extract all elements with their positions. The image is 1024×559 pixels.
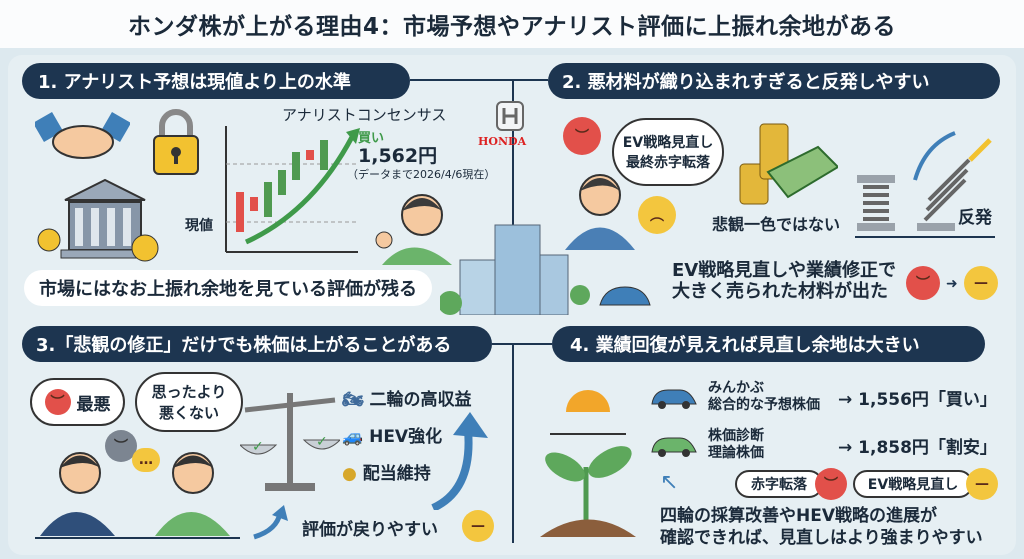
divider xyxy=(410,79,548,81)
section-4-heading: 4. 業績回復が見えれば見直し余地は大きい xyxy=(552,326,985,362)
source-line: 理論株価 xyxy=(708,445,764,461)
source-line: 総合的な予想株価 xyxy=(708,397,820,413)
ellipsis-bubble-icon: … xyxy=(132,448,160,472)
valuation-rows: みんかぶ総合的な予想株価→ 1,556円「買い」 株価診断理論株価→ 1,858… xyxy=(650,375,1000,467)
money-label: 悲観一色ではない xyxy=(712,215,841,234)
worry-thought-bubble: EV戦略見直し最終赤字転落 xyxy=(612,118,724,186)
worried-person-icon xyxy=(565,174,635,250)
candlestick-chart xyxy=(225,126,360,253)
small-up-arrow-icon xyxy=(253,505,288,540)
source-label: 株価診断理論株価 xyxy=(708,428,838,462)
section-2-heading: 2. 悪材料が織り込まれすぎると反発しやすい xyxy=(548,63,1000,99)
speech-bubble-not-bad: 思ったより悪くない xyxy=(135,372,243,432)
factor-label: 二輪の高収益 xyxy=(369,390,472,410)
section-2-summary: EV戦略見直しや業績修正で大きく売られた材料が出た xyxy=(672,260,896,302)
svg-text:✓: ✓ xyxy=(252,439,264,455)
summary-line: EV戦略見直しや業績修正で xyxy=(672,260,897,281)
neutral-face-icon: — xyxy=(462,510,494,542)
sad-face-icon: ︶ xyxy=(44,389,71,415)
divider xyxy=(492,343,552,345)
valuation-row: みんかぶ総合的な予想株価→ 1,556円「買い」 xyxy=(650,375,1000,419)
page-title: ホンダ株が上がる理由4：市場予想やアナリスト評価に上振れ余地がある xyxy=(0,0,1024,48)
bank-icon xyxy=(37,178,159,262)
sad-face-icon: ︶ xyxy=(906,266,940,300)
valuation-value: → 1,556円「買い」 xyxy=(838,389,997,410)
gray-sad-face-icon: ︶ xyxy=(105,430,137,462)
valuation-row: 株価診断理論株価→ 1,858円「割安」 xyxy=(650,423,1000,467)
valuation-value: → 1,858円「割安」 xyxy=(838,437,997,458)
tag-ev-review: EV戦略見直し xyxy=(853,470,973,498)
blue-car-icon xyxy=(651,389,697,409)
divider xyxy=(512,79,514,299)
consensus-label: アナリストコンセンサス xyxy=(282,106,447,124)
section-3-summary: 評価が戻りやすい xyxy=(302,520,438,540)
section-1-caption: 市場にはなお上振れ余地を見ている評価が残る xyxy=(24,270,432,306)
summary-line: 確認できれば、見直しはより強まりやすい xyxy=(660,528,983,548)
rebound-label: 反発 xyxy=(958,208,992,228)
sad-face-icon: ︶ xyxy=(815,468,847,500)
bubble-line: 悪くない xyxy=(158,404,219,422)
sad-face-icon: ︶ xyxy=(563,117,601,155)
money-stack-icon xyxy=(739,123,838,205)
honda-logo-icon xyxy=(496,101,524,131)
coins-icon: ● xyxy=(342,464,357,484)
divider xyxy=(512,343,514,543)
sun-sprout-icon xyxy=(540,390,636,537)
factor-label: HEV強化 xyxy=(369,427,443,447)
rating-label: 買い xyxy=(358,131,385,146)
factor-motorcycle: 🏍 二輪の高収益 xyxy=(342,382,472,419)
neutral-face-icon: — xyxy=(964,266,998,300)
target-price: 1,562円 xyxy=(358,145,438,167)
section-4-summary: 四輪の採算改善やHEV戦略の進展が確認できれば、見直しはより強まりやすい xyxy=(660,505,983,549)
handshake-icon xyxy=(35,111,130,159)
happy-person-icon xyxy=(375,194,452,265)
arrow-right-icon: ➜ xyxy=(946,276,958,292)
spring-rebound-icon xyxy=(855,131,995,238)
worried-face-icon: ︵ xyxy=(638,196,676,234)
curved-arrow-icon: ↖ xyxy=(660,470,679,495)
honda-logo-text: HONDA xyxy=(478,135,527,148)
svg-text:✓: ✓ xyxy=(316,434,328,450)
tag-loss: 赤字転落 xyxy=(735,470,823,498)
summary-line: 四輪の採算改善やHEV戦略の進展が xyxy=(660,506,937,526)
source-line: みんかぶ xyxy=(708,380,764,396)
factor-hev: 🚙 HEV強化 xyxy=(342,419,472,456)
section-3-heading: 3.「悲観の修正」だけでも株価は上がることがある xyxy=(22,326,492,362)
thought-line: EV戦略見直し xyxy=(622,135,714,151)
thought-line: 最終赤字転落 xyxy=(626,155,710,171)
source-label: みんかぶ総合的な予想株価 xyxy=(708,380,838,414)
bubble-line: 思ったより xyxy=(151,383,227,401)
neutral-face-icon: — xyxy=(966,468,998,500)
balance-scale-icon: ✓✓ xyxy=(240,393,340,491)
summary-line: 大きく売られた材料が出た xyxy=(672,281,888,302)
positive-factors-list: 🏍 二輪の高収益 🚙 HEV強化 ● 配当維持 xyxy=(342,382,472,493)
lock-icon xyxy=(153,109,199,175)
speech-bubble-worst: ︶最悪 xyxy=(30,378,125,426)
factor-label: 配当維持 xyxy=(362,464,431,484)
car-icon: 🚙 xyxy=(342,427,364,447)
bubble-text: 最悪 xyxy=(76,394,111,415)
section-1-heading: 1. アナリスト予想は現値より上の水準 xyxy=(22,63,410,99)
two-businessmen-icon xyxy=(35,452,240,539)
data-date-note: （データまで2026/4/6現在） xyxy=(347,168,496,181)
source-line: 株価診断 xyxy=(708,428,764,444)
city-buildings-icon xyxy=(440,224,651,315)
up-arrow-icon xyxy=(431,412,488,510)
motorcycle-icon: 🏍 xyxy=(342,390,364,410)
factor-dividend: ● 配当維持 xyxy=(342,456,472,493)
current-price-label: 現値 xyxy=(185,218,213,234)
green-car-icon xyxy=(651,437,697,457)
